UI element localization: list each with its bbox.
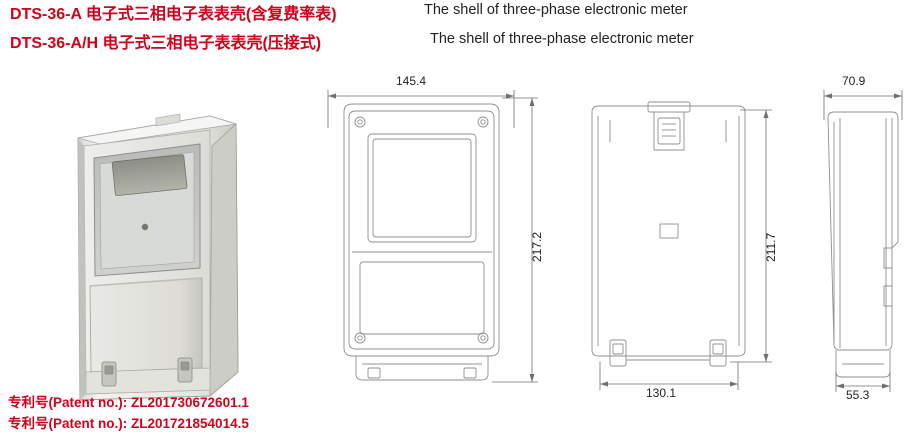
model-description-en-2: The shell of three-phase electronic mete…	[430, 31, 694, 47]
header-row-2: DTS-36-A/H 电子式三相电子表表壳(压接式) The shell of …	[0, 29, 916, 58]
patent-number-1: 专利号(Patent no.): ZL201730672601.1	[8, 395, 249, 410]
rear-view-drawing: 211.7 130.1	[570, 72, 800, 402]
header: DTS-36-A 电子式三相电子表表壳(含复费率表) The shell of …	[0, 0, 916, 58]
product-photo	[60, 100, 280, 420]
front-view-drawing: 145.4 217.2	[316, 72, 556, 402]
model-description-en-1: The shell of three-phase electronic mete…	[424, 2, 688, 18]
model-name-cn-1: DTS-36-A 电子式三相电子表表壳(含复费率表)	[10, 6, 337, 23]
side-view-top-dimension: 70.9	[842, 74, 866, 88]
patent-footer: 专利号(Patent no.): ZL201730672601.1 专利号(Pa…	[8, 392, 249, 434]
patent-number-2: 专利号(Patent no.): ZL201721854014.5	[8, 416, 249, 431]
side-view-bottom-dimension: 55.3	[846, 388, 870, 402]
header-row-1: DTS-36-A 电子式三相电子表表壳(含复费率表) The shell of …	[0, 0, 916, 29]
rear-view-width-dimension: 130.1	[646, 386, 677, 400]
drawings-area: 145.4 217.2	[0, 72, 916, 402]
rear-view-height-dimension: 211.7	[764, 232, 778, 262]
model-name-cn-2: DTS-36-A/H 电子式三相电子表表壳(压接式)	[10, 35, 322, 52]
front-view-height-dimension: 217.2	[530, 231, 544, 262]
side-view-drawing: 70.9 55.3	[800, 72, 916, 402]
front-view-width-dimension: 145.4	[396, 74, 427, 88]
